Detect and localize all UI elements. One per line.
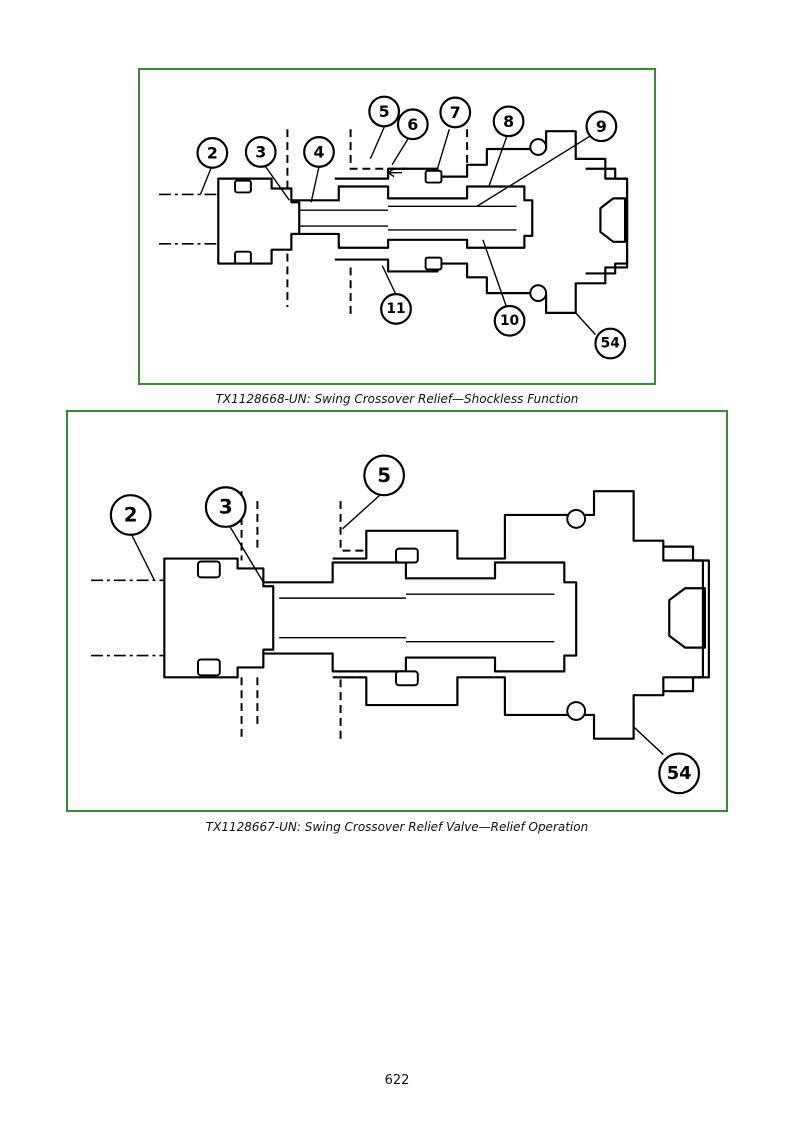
- svg-text:11: 11: [386, 301, 405, 317]
- callout-3: 3: [204, 486, 247, 528]
- diagram-relief-operation: 2 3 5 54: [91, 454, 710, 795]
- callout-54: 54: [658, 752, 701, 795]
- diagram-shockless-function: 2 3 4 5 6 7 8 9 10 11 54: [159, 95, 629, 360]
- callout-8: 8: [492, 105, 525, 138]
- svg-text:10: 10: [500, 313, 519, 329]
- callout-4: 4: [303, 136, 335, 168]
- figure-relief-operation: 2 3 5 54: [66, 410, 728, 812]
- svg-text:5: 5: [379, 102, 390, 121]
- svg-text:54: 54: [601, 336, 620, 352]
- figure-caption: TX1128667-UN: Swing Crossover Relief Val…: [205, 820, 589, 834]
- callout-3: 3: [244, 136, 277, 168]
- svg-text:7: 7: [450, 103, 461, 122]
- callout-7: 7: [439, 96, 472, 129]
- svg-text:4: 4: [314, 142, 325, 161]
- page-number: 622: [384, 1073, 410, 1088]
- callout-2: 2: [196, 137, 229, 169]
- svg-text:2: 2: [124, 503, 138, 526]
- callout-9: 9: [585, 110, 618, 143]
- callout-2: 2: [109, 494, 152, 536]
- svg-text:2: 2: [207, 143, 218, 162]
- callout-5: 5: [363, 454, 406, 497]
- svg-text:3: 3: [219, 496, 233, 519]
- callout-11: 11: [380, 293, 412, 325]
- svg-text:8: 8: [503, 112, 514, 131]
- svg-text:5: 5: [377, 464, 391, 487]
- callout-5: 5: [368, 95, 401, 128]
- callout-10: 10: [493, 304, 526, 337]
- svg-text:3: 3: [255, 142, 266, 161]
- figure-caption: TX1128668-UN: Swing Crossover Relief—Sho…: [215, 392, 579, 406]
- svg-text:9: 9: [596, 117, 607, 136]
- svg-text:6: 6: [407, 115, 418, 134]
- figure-shockless-function: 2 3 4 5 6 7 8 9 10 11 54: [138, 68, 656, 385]
- callout-6: 6: [396, 108, 429, 141]
- svg-text:54: 54: [667, 763, 692, 784]
- callout-54: 54: [594, 327, 627, 360]
